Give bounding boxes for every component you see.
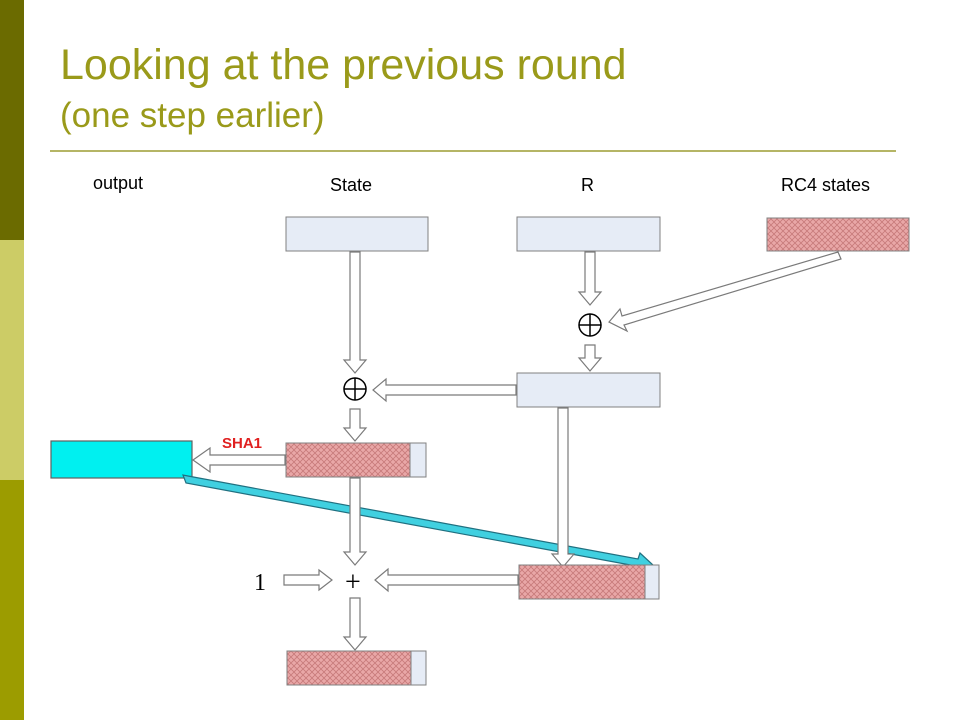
- output-box: [50, 440, 193, 479]
- counter-box-tail: [644, 564, 660, 600]
- sidebar-middle-segment: [0, 240, 24, 480]
- constant-one: 1: [254, 570, 266, 596]
- rc4-states-label: RC4 states: [781, 175, 871, 195]
- r-label: R: [581, 175, 594, 195]
- arrow-box-to-xor: [372, 377, 517, 403]
- new-state-box: [285, 442, 411, 478]
- arrow-output-to-counter: [182, 474, 655, 573]
- counter-box: [518, 564, 646, 600]
- plus-icon: +: [345, 567, 361, 598]
- sha1-arrow: [191, 446, 286, 474]
- arrow-xor-to-box: [577, 344, 603, 372]
- arrow-rc4-to-xor: [608, 251, 842, 333]
- state-label: State: [330, 175, 373, 195]
- arrow-plus-to-result: [342, 597, 368, 651]
- result-box: [286, 650, 412, 686]
- mixed-box: [516, 372, 661, 408]
- arrow-counter-to-plus: [374, 567, 519, 593]
- new-state-box-tail: [409, 442, 427, 478]
- sha1-label: SHA1: [222, 435, 262, 452]
- arrow-box-to-counter: [550, 407, 576, 568]
- slide-subtitle: (one step earlier): [60, 96, 325, 135]
- title-divider: [50, 150, 896, 152]
- arrow-r-to-xor: [577, 251, 603, 306]
- rc4-states-box: [766, 217, 910, 252]
- arrow-one-to-plus: [283, 568, 333, 592]
- r-box: [516, 216, 661, 252]
- state-box: [285, 216, 429, 252]
- arrow-xor-to-state-box: [342, 408, 368, 442]
- slide-title: Looking at the previous round: [60, 41, 627, 89]
- sidebar-top-segment: [0, 0, 24, 240]
- sidebar-bottom-segment: [0, 480, 24, 720]
- output-label: output: [93, 173, 144, 193]
- arrow-state-to-plus: [342, 477, 368, 566]
- arrow-state-to-xor: [342, 251, 368, 374]
- result-box-tail: [410, 650, 427, 686]
